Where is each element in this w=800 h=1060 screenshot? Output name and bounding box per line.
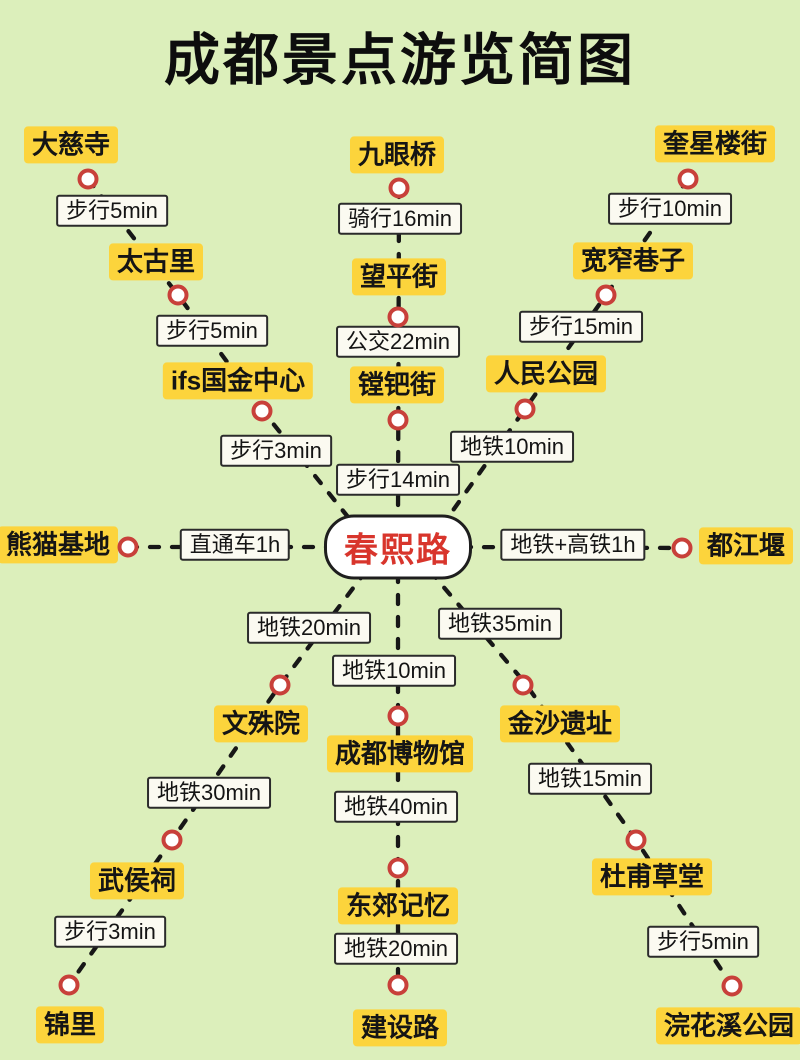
hub-chunxi-road: 春熙路 bbox=[324, 514, 472, 580]
stop-jiuyan-bridge: 九眼桥 bbox=[349, 136, 445, 174]
station-dot-icon bbox=[514, 398, 536, 420]
stop-jinsha-ruins: 金沙遗址 bbox=[499, 705, 621, 743]
travel-time-northwest-3: 步行3min bbox=[220, 434, 332, 468]
station-dot-icon bbox=[625, 829, 647, 851]
travel-time-northwest-1: 步行5min bbox=[56, 194, 168, 228]
travel-time-southeast-3: 步行5min bbox=[647, 925, 759, 959]
station-dot-icon bbox=[77, 168, 99, 190]
station-dot-icon bbox=[117, 536, 139, 558]
stop-huanhuaxi-park: 浣花溪公园 bbox=[655, 1007, 800, 1045]
travel-time-southeast-2: 地铁15min bbox=[528, 762, 652, 796]
stop-peoples-park: 人民公园 bbox=[485, 355, 607, 393]
stop-dujiangyan: 都江堰 bbox=[698, 527, 794, 565]
travel-time-north-2: 公交22min bbox=[336, 325, 460, 359]
travel-time-southwest-3: 步行3min bbox=[54, 915, 166, 949]
station-dot-icon bbox=[387, 857, 409, 879]
station-dot-icon bbox=[595, 284, 617, 306]
stop-jianshe-road: 建设路 bbox=[352, 1009, 448, 1047]
page-title: 成都景点游览简图 bbox=[164, 28, 636, 92]
stop-eastern-suburb-memory: 东郊记忆 bbox=[337, 887, 459, 925]
stop-taikoo-li: 太古里 bbox=[108, 243, 204, 281]
station-dot-icon bbox=[58, 974, 80, 996]
station-dot-icon bbox=[512, 674, 534, 696]
station-dot-icon bbox=[387, 974, 409, 996]
travel-time-north-3: 步行14min bbox=[336, 463, 460, 497]
travel-time-southwest-1: 地铁20min bbox=[247, 611, 371, 645]
travel-time-south-3: 地铁20min bbox=[334, 932, 458, 966]
stop-wenshu-monastery: 文殊院 bbox=[213, 705, 309, 743]
station-dot-icon bbox=[387, 409, 409, 431]
station-dot-icon bbox=[388, 177, 410, 199]
stop-kuanzhai-alley: 宽窄巷子 bbox=[572, 242, 694, 280]
station-dot-icon bbox=[269, 674, 291, 696]
stop-chengdu-museum: 成都博物馆 bbox=[326, 735, 474, 773]
station-dot-icon bbox=[671, 537, 693, 559]
stop-ifs-center: ifs国金中心 bbox=[162, 362, 314, 400]
station-dot-icon bbox=[161, 829, 183, 851]
travel-time-southwest-2: 地铁30min bbox=[147, 776, 271, 810]
travel-time-north-1: 骑行16min bbox=[338, 202, 462, 236]
stop-panda-base: 熊猫基地 bbox=[0, 526, 119, 564]
station-dot-icon bbox=[387, 705, 409, 727]
travel-time-south-2: 地铁40min bbox=[334, 790, 458, 824]
stop-wangping-street: 望平街 bbox=[351, 258, 447, 296]
station-dot-icon bbox=[721, 975, 743, 997]
travel-time-south-1: 地铁10min bbox=[332, 654, 456, 688]
travel-time-northeast-1: 步行10min bbox=[608, 192, 732, 226]
station-dot-icon bbox=[677, 168, 699, 190]
stop-daci-temple: 大慈寺 bbox=[23, 126, 119, 164]
travel-time-northeast-2: 步行15min bbox=[519, 310, 643, 344]
station-dot-icon bbox=[251, 400, 273, 422]
station-dot-icon bbox=[167, 284, 189, 306]
stop-wuhou-shrine: 武侯祠 bbox=[89, 862, 185, 900]
route-line-northeast bbox=[441, 176, 691, 526]
stop-dufu-cottage: 杜甫草堂 bbox=[591, 858, 713, 896]
travel-time-northeast-3: 地铁10min bbox=[450, 430, 574, 464]
stop-jinli: 锦里 bbox=[35, 1006, 105, 1044]
travel-time-east-1: 地铁+高铁1h bbox=[500, 528, 646, 562]
station-dot-icon bbox=[387, 306, 409, 328]
stop-kuixinglou-street: 奎星楼街 bbox=[654, 125, 776, 163]
stop-tangba-street: 镗钯街 bbox=[349, 366, 445, 404]
travel-time-west-1: 直通车1h bbox=[179, 528, 291, 562]
travel-time-southeast-1: 地铁35min bbox=[438, 607, 562, 641]
travel-time-northwest-2: 步行5min bbox=[156, 314, 268, 348]
route-line-northwest bbox=[85, 176, 359, 530]
